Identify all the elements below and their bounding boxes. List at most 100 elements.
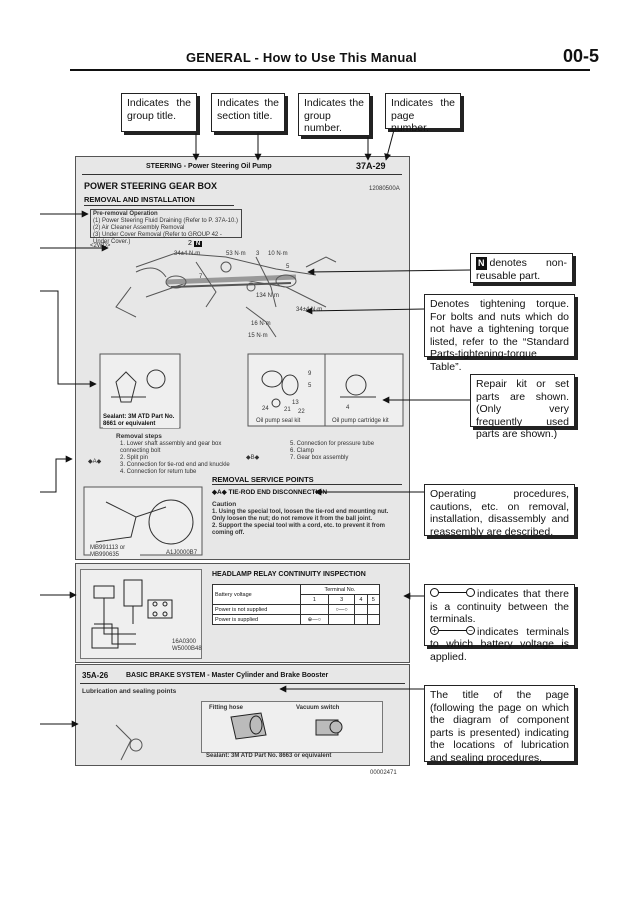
torque-label: 5	[286, 264, 290, 270]
relay-fig-code: 16A0300 W5000B48	[172, 639, 202, 652]
removal-step: 2. Split pin	[120, 455, 149, 461]
caution-title: Caution	[212, 501, 237, 508]
fig-code: A1J0000B7	[166, 550, 198, 556]
page-number: 00-5	[563, 46, 600, 66]
callout-lubrication-text: The title of the page (following the pag…	[430, 689, 569, 764]
non-reusable-n-icon: N	[476, 257, 487, 270]
callout-group-title: Indicates the group title.	[121, 93, 197, 132]
table-header: 3	[327, 594, 356, 605]
drive-label: <2WD>	[90, 243, 111, 249]
sample-section-title: - Power Steering Oil Pump	[183, 163, 272, 170]
brake-page-number: 35A-26	[82, 671, 109, 680]
sealant-text: Sealant: 3M ATD Part No. 8661 or equival…	[103, 414, 179, 428]
callout-non-reusable-text: denotes non-reusable part.	[476, 257, 567, 282]
figure-code: 00002471	[370, 770, 397, 776]
callout-group-title-text: Indicates the group title.	[127, 97, 191, 122]
callout-section-title-text: Indicates the section title.	[217, 97, 279, 122]
torque-label: 15 N·m	[248, 333, 268, 339]
callout-repair-kit: Repair kit or set parts are shown. (Only…	[470, 374, 575, 440]
callout-page-number-text: Indicates the page number.	[391, 97, 455, 134]
table-header: Battery voltage	[212, 584, 301, 605]
caution-line: 1. Using the special tool, loosen the ti…	[212, 509, 389, 522]
table-cell: Power is supplied	[212, 614, 301, 625]
kit-number: 22	[298, 409, 305, 415]
caution-line: 2. Support the special tool with a cord,…	[212, 523, 386, 536]
continuity-symbol-icon	[430, 588, 475, 597]
battery-symbol-icon: + −	[430, 625, 475, 635]
sample-sub-title: REMOVAL AND INSTALLATION	[84, 195, 195, 204]
kit-number: 4	[346, 405, 350, 411]
table-header: 1	[299, 594, 329, 605]
brake-title: BASIC BRAKE SYSTEM - Master Cylinder and…	[126, 672, 329, 679]
gearbox-illustration	[83, 252, 404, 556]
callout-repair-kit-text: Repair kit or set parts are shown. (Only…	[476, 378, 569, 440]
removal-step: 1. Lower shaft assembly and gear box con…	[120, 441, 222, 454]
marker-b: ◆B◆	[246, 455, 260, 461]
removal-step: 5. Connection for pressure tube	[290, 441, 375, 447]
relay-circuit-illustration	[91, 579, 173, 649]
table-cell: Power is not supplied	[212, 604, 301, 615]
kit-number: 21	[284, 407, 291, 413]
sample-page-headlamp: 16A0300 W5000B48 HEADLAMP RELAY CONTINUI…	[75, 563, 410, 663]
table-header: 5	[366, 594, 381, 605]
callout-group-number-text: Indicates the group number.	[304, 97, 364, 134]
sample-page-number: 37A-29	[356, 161, 386, 171]
torque-label: 7	[199, 274, 203, 280]
marker-a: ◆A◆	[88, 459, 102, 465]
pre-removal-line: (3) Under Cover Removal (Refer to GROUP …	[93, 232, 222, 245]
relay-inspection-title: HEADLAMP RELAY CONTINUITY INSPECTION	[212, 571, 366, 578]
table-header: 4	[354, 594, 368, 605]
removal-step: 6. Clamp	[290, 448, 315, 454]
kit-number: 5	[308, 383, 312, 389]
sample-main-title: POWER STEERING GEAR BOX	[84, 181, 218, 191]
callout-battery-text: indicates terminals to which battery vol…	[430, 625, 569, 663]
torque-label: 53 N·m	[226, 251, 246, 257]
sample-page-steering: STEERING - Power Steering Oil Pump 37A-2…	[75, 156, 410, 560]
table-row: Power is not supplied ○—○	[212, 604, 381, 615]
service-step: ◆A◆ TIE-ROD END DISCONNECTION	[212, 489, 328, 496]
table-header: Terminal No.	[299, 584, 381, 595]
removal-step: 3. Connection for tie-rod end and knuckl…	[120, 462, 230, 468]
removal-steps-title: Removal steps	[116, 433, 162, 440]
tool-label: MB991113 or MB990635	[90, 545, 140, 559]
pre-removal-box: Pre-removal Operation (1) Power Steering…	[90, 209, 242, 245]
torque-label: 16 N·m	[251, 321, 271, 327]
pre-removal-title: Pre-removal Operation	[93, 211, 158, 217]
sample-page-brake: 35A-26 BASIC BRAKE SYSTEM - Master Cylin…	[75, 664, 410, 766]
torque-label: 10 N·m	[268, 251, 288, 257]
removal-step: 4. Connection for return tube	[120, 469, 197, 475]
kit-number: 9	[308, 371, 312, 377]
callout-operating-procedures: Operating procedures, cautions, etc. on …	[424, 484, 575, 538]
kit-number: 13	[292, 400, 299, 406]
callout-page-number: Indicates the page number.	[385, 93, 461, 134]
callout-group-number: Indicates the group number.	[298, 93, 370, 136]
page-header-title: GENERAL - How to Use This Manual	[186, 50, 417, 65]
pre-removal-line: (2) Air Cleaner Assembly Removal	[93, 225, 185, 231]
callout-continuity: indicates that there is a continuity bet…	[424, 584, 575, 663]
part-label-2: 2	[188, 240, 192, 247]
table-row: Power is supplied ⊕—○	[212, 614, 381, 625]
relay-continuity-table: Battery voltage Terminal No. 1 3 4 5 Pow…	[212, 584, 381, 625]
kit-label-seal: Oil pump seal kit	[256, 418, 301, 424]
brake-subtitle: Lubrication and sealing points	[82, 688, 177, 695]
pre-removal-line: (1) Power Steering Fluid Draining (Refer…	[93, 218, 238, 224]
brake-illustration	[115, 712, 343, 761]
brake-label-vacuum-switch: Vacuum switch	[296, 705, 340, 711]
kit-number: 24	[262, 406, 269, 412]
callout-operating-procedures-text: Operating procedures, cautions, etc. on …	[430, 488, 569, 538]
sample-group-title: STEERING	[146, 163, 182, 170]
callout-section-title: Indicates the section title.	[211, 93, 285, 132]
brake-sealant: Sealant: 3M ATD Part No. 8663 or equival…	[206, 753, 332, 759]
callout-lubrication: The title of the page (following the pag…	[424, 685, 575, 764]
removal-step: 7. Gear box assembly	[290, 455, 349, 461]
non-reusable-badge: N	[193, 241, 203, 247]
torque-label: 3	[256, 251, 260, 257]
header-rule	[70, 69, 590, 71]
service-points-title: REMOVAL SERVICE POINTS	[212, 475, 314, 484]
callout-continuity-text: indicates that there is a continuity bet…	[430, 588, 569, 625]
callout-tightening-torque: Denotes tightening torque. For bolts and…	[424, 294, 575, 373]
brake-label-fitting-hose: Fitting hose	[209, 705, 243, 711]
torque-label: 134 N·m	[256, 293, 280, 299]
sample-small-code: 12080500A	[369, 186, 400, 192]
